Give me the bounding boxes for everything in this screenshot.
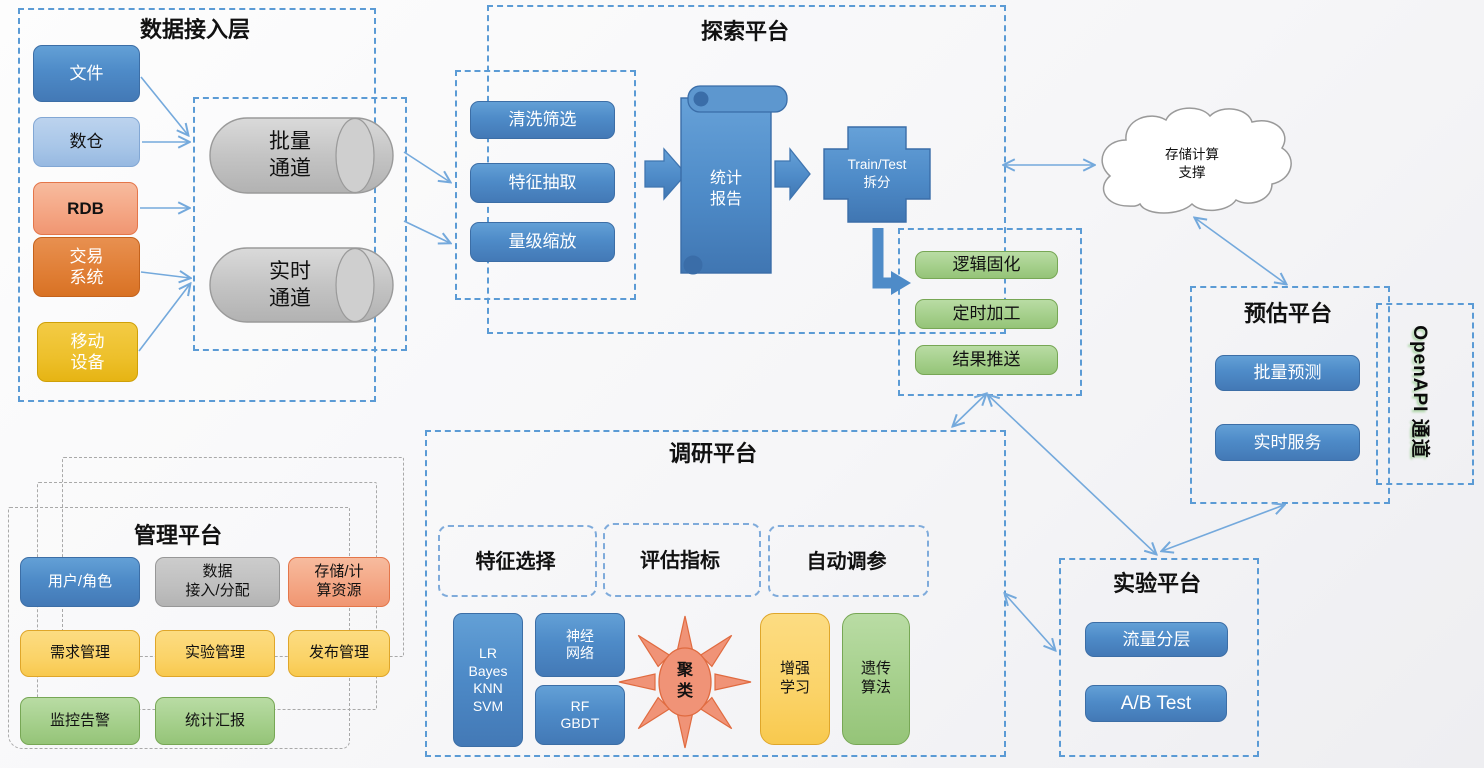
- mgmt-experiment-box: 实验管理: [155, 630, 275, 677]
- algo-cluster-label: 聚 类: [676, 662, 693, 700]
- prediction-realtime-box: 实时服务: [1215, 424, 1360, 461]
- openapi-group-box: [1376, 303, 1474, 485]
- solidify-schedule-box: 定时加工: [915, 299, 1058, 329]
- connector-solidify-experiment: [988, 395, 1156, 554]
- source-mobile-box: 移动 设备: [37, 322, 138, 382]
- solidify-logic-box: 逻辑固化: [915, 251, 1058, 279]
- block-arrow-to-split: [774, 147, 811, 201]
- realtime-channel-label: 实时 通道: [269, 259, 311, 310]
- mgmt-release-box: 发布管理: [288, 630, 390, 677]
- connector-trade-realtime: [140, 272, 190, 278]
- source-trade-box: 交易 系统: [33, 237, 140, 297]
- mgmt-monitor-box: 监控告警: [20, 697, 140, 745]
- connector-solidify-research: [953, 394, 986, 426]
- experiment-traffic-box: 流量分层: [1085, 622, 1228, 657]
- connector-mobile-realtime: [138, 284, 190, 352]
- mgmt-data-access-box: 数据 接入/分配: [155, 557, 280, 607]
- cloud-label: 存储计算 支撑: [1165, 147, 1219, 180]
- scroll-shape: [680, 85, 788, 275]
- management-title: 管理平台: [133, 523, 222, 548]
- batch-channel-label: 批量 通道: [269, 129, 311, 180]
- report-label: 统计 报告: [709, 170, 742, 208]
- solidify-push-box: 结果推送: [915, 345, 1058, 375]
- source-file-box: 文件: [33, 45, 140, 102]
- experiment-group-box: [1059, 558, 1259, 757]
- traintest-split-label: Train/Test 拆分: [847, 157, 907, 190]
- mgmt-storage-compute-box: 存储/计 算资源: [288, 557, 390, 607]
- mgmt-report-box: 统计汇报: [155, 697, 275, 745]
- connector-realtime-preprocess: [403, 220, 450, 243]
- connector-batch-preprocess: [403, 151, 450, 182]
- channel-group-box: [193, 97, 407, 351]
- connector-experiment-prediction: [1162, 505, 1284, 551]
- traintest-cross-shape: [823, 126, 931, 223]
- research-group-autotune-box: [768, 525, 929, 597]
- mgmt-demand-box: 需求管理: [20, 630, 140, 677]
- management-card-front: [8, 507, 350, 749]
- research-group-feature-box: [438, 525, 597, 597]
- connector-cloud-prediction: [1195, 218, 1286, 284]
- prediction-batch-box: 批量预测: [1215, 355, 1360, 391]
- research-title: 调研平台: [668, 441, 757, 466]
- research-group-feature-label: 特征选择: [475, 550, 556, 573]
- connector-file-batch: [140, 76, 188, 135]
- cluster-sun-shape: [618, 615, 752, 749]
- block-arrow-to-report: [644, 147, 687, 201]
- algo-reinforce-box: 增强 学习: [760, 613, 830, 745]
- prediction-group-box: [1190, 286, 1390, 504]
- preprocess-clean-box: 清洗筛选: [470, 101, 615, 139]
- experiment-abtest-box: A/B Test: [1085, 685, 1227, 722]
- bent-arrow-split-solidify: [872, 228, 911, 295]
- source-connectors: [138, 76, 1286, 650]
- preprocess-feature-box: 特征抽取: [470, 163, 615, 203]
- algo-neural-box: 神经 网络: [535, 613, 625, 677]
- exploration-title: 探索平台: [700, 19, 789, 44]
- mgmt-users-roles-box: 用户/角色: [20, 557, 140, 607]
- research-group-autotune-label: 自动调参: [806, 550, 887, 573]
- experiment-title: 实验平台: [1112, 571, 1201, 596]
- preprocess-group-box: [455, 70, 636, 300]
- research-group-metric-box: [603, 523, 761, 597]
- algo-tree-box: RF GBDT: [535, 685, 625, 745]
- preprocess-scale-box: 量级缩放: [470, 222, 615, 262]
- realtime-channel-cylinder: [209, 247, 394, 323]
- algo-genetic-box: 遗传 算法: [842, 613, 910, 745]
- source-rdb-box: RDB: [33, 182, 138, 235]
- source-warehouse-box: 数仓: [33, 117, 140, 167]
- connector-research-experiment: [1005, 594, 1055, 650]
- data-access-group-box: [18, 8, 376, 402]
- algo-classic-box: LR Bayes KNN SVM: [453, 613, 523, 747]
- cloud-shape: [1101, 107, 1292, 214]
- research-group-metric-label: 评估指标: [640, 549, 720, 572]
- data-access-title: 数据接入层: [139, 17, 250, 42]
- batch-channel-cylinder: [209, 117, 394, 194]
- prediction-title: 预估平台: [1243, 301, 1332, 326]
- openapi-channel-label: OpenAPI 通道: [1409, 325, 1430, 459]
